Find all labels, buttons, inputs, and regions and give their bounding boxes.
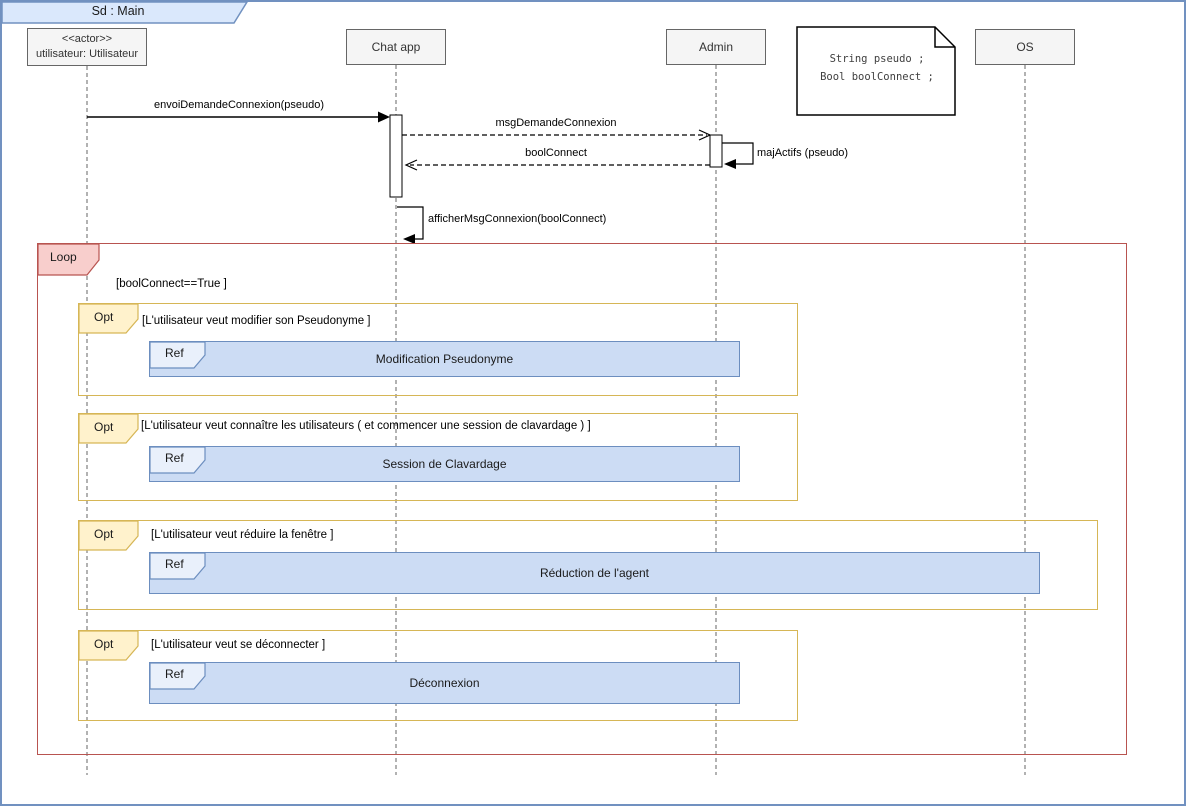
- opt-fragment-session-clavardage: Opt [L'utilisateur veut connaître les ut…: [78, 413, 798, 501]
- ref3-operator: Ref: [149, 552, 207, 581]
- arrowhead-afficher-icon: [403, 234, 415, 244]
- arrowhead-bool-connect-icon: [404, 159, 418, 171]
- arrowhead-envoi-demande-icon: [378, 111, 390, 123]
- activation-chat-app: [389, 114, 403, 198]
- note-fold-icon: [934, 27, 955, 48]
- admin-label: Admin: [698, 39, 733, 54]
- opt4-operator: Opt: [78, 630, 140, 662]
- ref3-name: Réduction de l'agent: [539, 566, 650, 580]
- message-label-envoi: envoiDemandeConnexion(pseudo): [153, 99, 324, 111]
- loop-operator-label: Loop: [50, 250, 77, 264]
- opt1-operator-label: Opt: [94, 310, 114, 324]
- os-label: OS: [1016, 39, 1034, 54]
- ref-modification-pseudonyme: Modification Pseudonyme Ref: [149, 341, 740, 377]
- ref2-name: Session de Clavardage: [382, 457, 507, 471]
- ref-reduction-agent: Réduction de l'agent Ref: [149, 552, 1040, 594]
- opt3-guard: [L'utilisateur veut réduire la fenêtre ]: [151, 529, 334, 541]
- frame-title-shape: [2, 2, 248, 24]
- ref1-operator: Ref: [149, 341, 207, 370]
- note: String pseudo ; Bool boolConnect ;: [797, 50, 957, 86]
- loop-operator: Loop: [37, 243, 101, 277]
- note-line-2: Bool boolConnect ;: [820, 71, 934, 83]
- opt3-operator-label: Opt: [94, 527, 114, 541]
- arrowhead-maj-actifs-icon: [724, 159, 736, 169]
- self-message-maj-actifs: [722, 142, 754, 165]
- opt3-operator: Opt: [78, 520, 140, 552]
- ref1-operator-label: Ref: [165, 346, 184, 360]
- ref1-name: Modification Pseudonyme: [375, 352, 514, 366]
- loop-fragment: Loop [boolConnect==True ] Opt [L'utilisa…: [37, 243, 1127, 755]
- ref2-operator: Ref: [149, 446, 207, 475]
- message-label-bool-connect: boolConnect: [525, 147, 587, 159]
- lifeline-head-os: OS: [975, 29, 1075, 65]
- frame-title: Sd : Main: [2, 2, 249, 25]
- ref-session-clavardage: Session de Clavardage Ref: [149, 446, 740, 482]
- opt-fragment-deconnecter: Opt [L'utilisateur veut se déconnecter ]…: [78, 630, 798, 721]
- actor-stereotype: <<actor>>: [61, 33, 113, 46]
- opt4-guard: [L'utilisateur veut se déconnecter ]: [151, 639, 326, 651]
- lifeline-head-chat-app: Chat app: [346, 29, 446, 65]
- opt1-operator: Opt: [78, 303, 140, 335]
- ref4-operator: Ref: [149, 662, 207, 691]
- lifeline-head-actor: <<actor>> utilisateur: Utilisateur: [27, 28, 147, 66]
- chat-app-label: Chat app: [371, 39, 421, 54]
- frame-title-label: Sd : Main: [91, 4, 145, 18]
- message-label-maj-actifs: majActifs (pseudo): [757, 147, 849, 159]
- message-label-msg-demande: msgDemandeConnexion: [495, 117, 617, 129]
- opt-fragment-reduire-fenetre: Opt [L'utilisateur veut réduire la fenêt…: [78, 520, 1098, 610]
- opt2-operator-label: Opt: [94, 420, 114, 434]
- opt2-operator: Opt: [78, 413, 140, 445]
- arrowhead-msg-demande-icon: [698, 129, 712, 141]
- ref4-operator-label: Ref: [165, 667, 184, 681]
- opt4-operator-label: Opt: [94, 637, 114, 651]
- message-label-afficher: afficherMsgConnexion(boolConnect): [428, 213, 607, 225]
- opt-fragment-modifier-pseudonyme: Opt [L'utilisateur veut modifier son Pse…: [78, 303, 798, 396]
- activation-admin: [709, 134, 723, 168]
- lifeline-head-admin: Admin: [666, 29, 766, 65]
- note-shape: [796, 26, 956, 116]
- actor-name: utilisateur: Utilisateur: [35, 48, 139, 60]
- opt1-guard: [L'utilisateur veut modifier son Pseudon…: [142, 315, 371, 327]
- loop-guard: [boolConnect==True ]: [116, 278, 227, 290]
- ref-deconnexion: Déconnexion Ref: [149, 662, 740, 704]
- ref2-operator-label: Ref: [165, 451, 184, 465]
- ref4-name: Déconnexion: [409, 676, 480, 690]
- opt2-guard: [L'utilisateur veut connaître les utilis…: [141, 420, 591, 432]
- self-message-afficher: [397, 206, 424, 240]
- ref3-operator-label: Ref: [165, 557, 184, 571]
- note-line-1: String pseudo ;: [829, 53, 925, 65]
